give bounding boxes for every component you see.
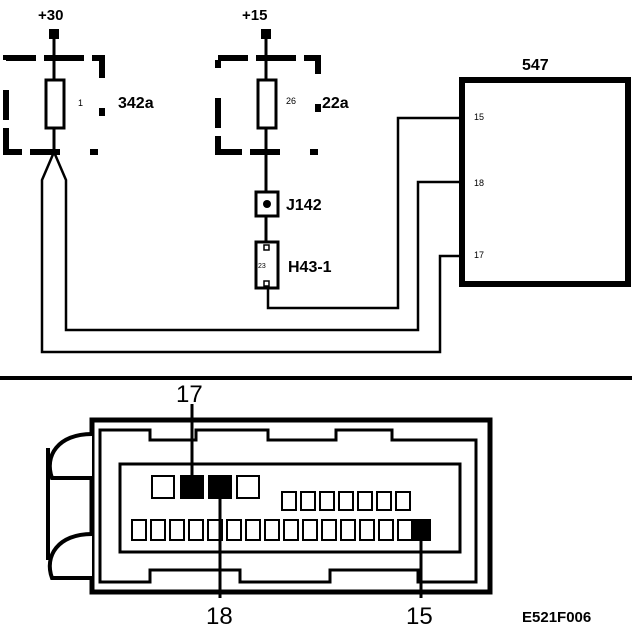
connector-h43-1-pin: 23	[258, 263, 266, 270]
wire-342a-to-pin17	[40, 151, 462, 354]
module-pin-15: 15	[474, 112, 484, 122]
fuse-box-22a-label: 22a	[322, 95, 349, 112]
junction-j142	[254, 190, 280, 218]
figure-code: E521F006	[522, 609, 591, 626]
wire-h43-to-pin15	[266, 116, 462, 310]
callout-18-label: 18	[206, 603, 233, 630]
module-547-label: 547	[522, 57, 549, 74]
callout-15-label: 15	[406, 603, 433, 630]
fuse-22a-number: 26	[286, 96, 296, 106]
connector-face	[46, 417, 493, 595]
fuse-1	[44, 78, 66, 130]
fuse-box-22a	[215, 55, 321, 155]
supply-15-label: +15	[242, 7, 267, 24]
supply-15-terminal	[261, 29, 271, 58]
fuse-box-342a	[3, 55, 105, 155]
junction-j142-label: J142	[286, 197, 322, 214]
module-547	[459, 77, 631, 287]
callout-17-label: 17	[176, 381, 203, 408]
fuse-342a-number: 1	[78, 98, 83, 108]
fuse-26	[256, 78, 278, 130]
supply-30-terminal	[49, 29, 59, 58]
supply-30-label: +30	[38, 7, 63, 24]
wire-342a-to-pin18	[52, 151, 462, 332]
module-pin-18: 18	[474, 178, 484, 188]
connector-h43-1-label: H43-1	[288, 259, 332, 276]
module-pin-17: 17	[474, 250, 484, 260]
fuse-box-342a-label: 342a	[118, 95, 154, 112]
